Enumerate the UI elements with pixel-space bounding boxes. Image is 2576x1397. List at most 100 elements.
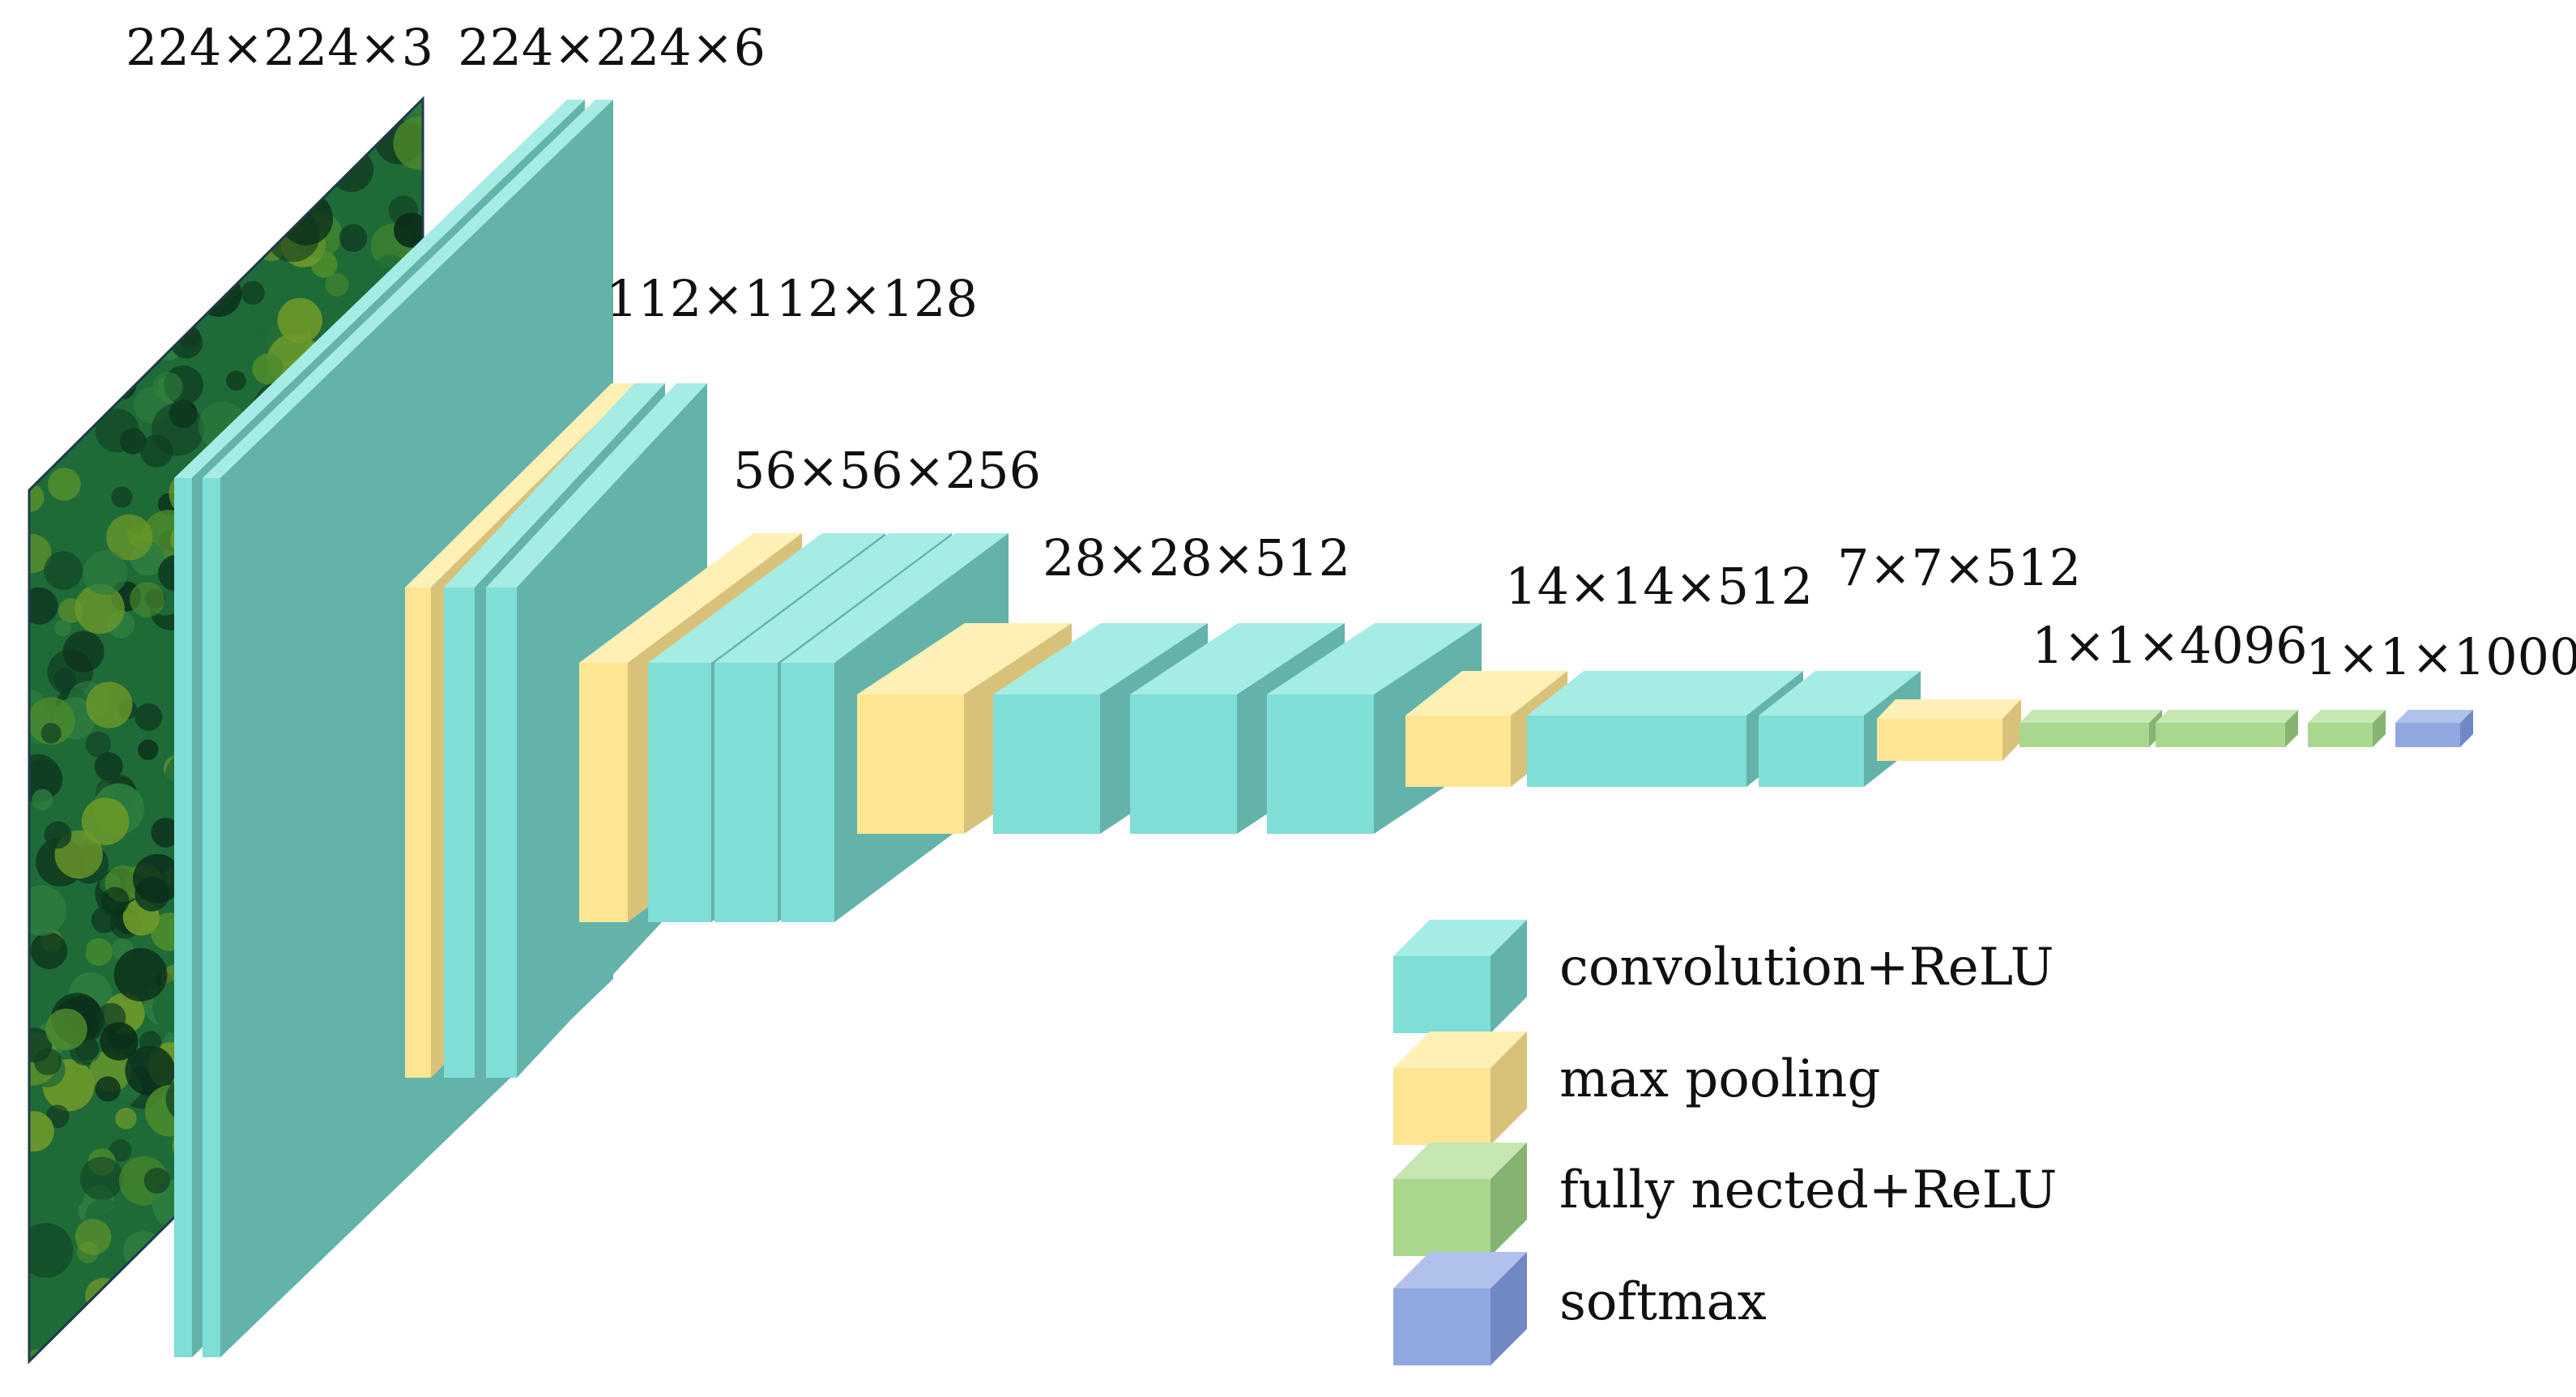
tree-canopy <box>109 1139 132 1162</box>
tree-canopy <box>53 1285 79 1312</box>
tree-canopy <box>29 317 69 366</box>
tree-canopy <box>48 261 79 293</box>
tree-canopy <box>271 122 317 167</box>
tree-canopy <box>143 113 177 148</box>
tree-canopy <box>114 314 154 355</box>
tree-canopy <box>125 1045 176 1096</box>
tree-canopy <box>29 534 52 574</box>
tree-canopy <box>231 171 277 217</box>
tree-canopy <box>86 681 133 728</box>
tree-canopy <box>54 99 102 140</box>
tree-canopy <box>75 298 126 348</box>
tree-canopy <box>77 504 98 525</box>
tree-canopy <box>62 323 91 352</box>
legend-label-fc: fully nected+ReLU <box>1559 1160 2057 1220</box>
legend-label-conv: convolution+ReLU <box>1559 938 2054 998</box>
tree-canopy <box>143 208 186 252</box>
tree-canopy <box>67 387 104 424</box>
tree-canopy <box>29 697 75 745</box>
tree-canopy <box>53 668 77 692</box>
block-conv-1-front-face <box>174 478 192 1357</box>
tree-canopy <box>29 425 58 459</box>
tree-canopy <box>86 326 113 353</box>
tree-canopy <box>81 797 130 845</box>
tree-canopy <box>83 274 107 297</box>
tree-canopy <box>393 116 423 170</box>
tree-canopy <box>100 886 130 916</box>
block-conv-7-top-face <box>648 533 885 663</box>
tree-canopy <box>29 1349 46 1361</box>
block-pool-18-side-face <box>2002 699 2021 761</box>
block-conv-17-top-face <box>1759 671 1921 716</box>
tree-canopy <box>234 113 264 143</box>
tree-canopy <box>277 297 322 344</box>
tree-canopy <box>310 1328 347 1361</box>
tree-canopy <box>241 184 283 227</box>
tree-canopy <box>49 1305 94 1351</box>
tree-canopy <box>138 739 159 760</box>
tree-canopy <box>29 1027 53 1063</box>
block-fc-21-side-face <box>2373 710 2386 747</box>
label-conv2-size: 112×112×128 <box>606 269 978 328</box>
legend-swatch-fc-side-face <box>1491 1143 1527 1256</box>
tree-canopy <box>104 367 137 400</box>
tree-canopy <box>146 274 202 329</box>
tree-canopy <box>29 109 68 162</box>
block-pool-18 <box>1877 699 2021 761</box>
tree-canopy <box>57 257 102 301</box>
legend-label-softmax: softmax <box>1559 1272 1767 1332</box>
block-fc-21-front-face <box>2308 723 2373 747</box>
tree-canopy <box>196 168 228 200</box>
block-fc-21-top-face <box>2308 710 2386 723</box>
tree-canopy <box>72 134 126 187</box>
tree-canopy <box>280 99 298 116</box>
tree-canopy <box>46 1342 64 1359</box>
tree-canopy <box>303 1313 339 1348</box>
tree-canopy <box>125 99 159 114</box>
legend-swatch-pool-side-face <box>1491 1032 1527 1145</box>
tree-canopy <box>54 619 71 637</box>
legend-swatch-conv-top-face <box>1393 920 1527 956</box>
tree-canopy <box>54 237 90 273</box>
tree-canopy <box>139 1031 162 1053</box>
tree-canopy <box>339 224 368 252</box>
tree-canopy <box>58 258 75 276</box>
block-pool-14-top-face <box>1405 671 1567 716</box>
tree-canopy <box>50 241 94 285</box>
tree-canopy <box>79 1156 124 1201</box>
block-pool-6-top-face <box>579 533 802 663</box>
block-conv-11-top-face <box>993 623 1208 694</box>
block-conv-7-front-face <box>648 663 711 922</box>
tree-canopy <box>151 818 181 848</box>
tree-canopy <box>325 273 349 297</box>
block-conv-12-top-face <box>1130 623 1345 694</box>
block-fc-20-top-face <box>2156 710 2298 723</box>
dimension-labels: 224×224×3 224×224×6 112×112×128 56×56×25… <box>126 18 2576 686</box>
block-conv-11-front-face <box>993 694 1100 834</box>
block-fc-21 <box>2308 710 2386 747</box>
tree-canopy <box>290 1297 331 1337</box>
tree-canopy <box>134 284 156 306</box>
tree-canopy <box>140 434 173 468</box>
block-conv-4-top-face <box>444 383 665 587</box>
tree-canopy <box>133 853 182 904</box>
tree-canopy <box>205 171 256 222</box>
tree-canopy <box>52 301 106 356</box>
tree-canopy <box>211 149 239 177</box>
tree-canopy <box>75 1219 112 1255</box>
tree-canopy <box>44 551 83 590</box>
tree-canopy <box>296 101 323 127</box>
tree-canopy <box>83 550 128 596</box>
tree-canopy <box>100 99 142 127</box>
tree-canopy <box>394 212 423 248</box>
tree-canopy <box>252 353 284 385</box>
tree-canopy <box>331 1344 352 1361</box>
tree-canopy <box>195 271 242 318</box>
block-pool-18-top-face <box>1877 699 2021 719</box>
tree-canopy <box>147 1250 170 1272</box>
tree-canopy <box>335 1276 361 1303</box>
tree-canopy <box>74 99 115 119</box>
tree-canopy <box>120 647 157 685</box>
tree-canopy <box>113 948 168 1002</box>
tree-canopy <box>327 1254 348 1273</box>
